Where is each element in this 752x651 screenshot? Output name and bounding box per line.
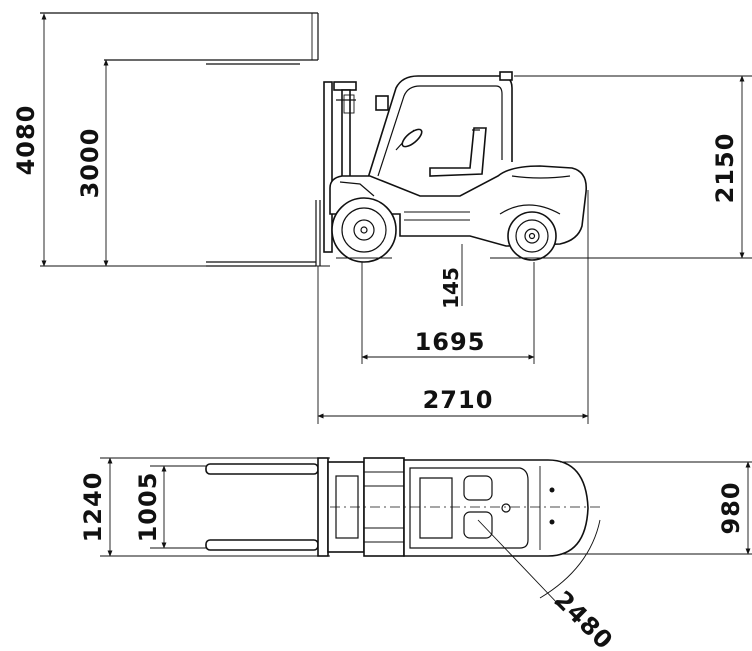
dimension-lift-height: 3000 xyxy=(76,59,109,267)
dim-label-2710: 2710 xyxy=(423,386,494,414)
dim-label-2150: 2150 xyxy=(711,133,739,204)
dimension-max-lift-height: 4080 xyxy=(12,13,47,267)
dim-label-1240: 1240 xyxy=(79,472,107,543)
dimension-overall-length: 2710 xyxy=(317,190,589,424)
dimension-ground-clearance: 145 xyxy=(439,244,463,309)
dimension-rear-width: 980 xyxy=(560,461,752,555)
overhead-guard xyxy=(367,71,513,179)
dim-label-1005: 1005 xyxy=(134,472,162,543)
mast xyxy=(323,81,357,253)
dimension-fork-spread: 1005 xyxy=(134,465,206,549)
dimension-overhead-guard-height: 2150 xyxy=(514,75,752,259)
side-view xyxy=(40,12,752,267)
dim-label-3000: 3000 xyxy=(76,128,104,199)
rear-wheel xyxy=(500,211,564,261)
top-fork-upper xyxy=(205,463,319,475)
top-fork-lower xyxy=(205,539,319,551)
chassis-top xyxy=(403,459,589,557)
seat xyxy=(429,127,487,177)
dim-label-2480: 2480 xyxy=(549,585,619,651)
dim-label-1695: 1695 xyxy=(415,328,486,356)
dim-label-145: 145 xyxy=(439,267,463,309)
steering-wheel xyxy=(395,128,423,151)
dimension-overall-width: 1240 xyxy=(79,457,330,557)
dim-label-4080: 4080 xyxy=(12,105,40,176)
front-wheel xyxy=(331,197,397,263)
lowered-forks xyxy=(206,200,321,267)
carriage xyxy=(317,457,329,557)
dimension-wheelbase: 1695 xyxy=(361,262,535,364)
raised-forks xyxy=(40,12,319,65)
dim-label-980: 980 xyxy=(717,481,745,534)
